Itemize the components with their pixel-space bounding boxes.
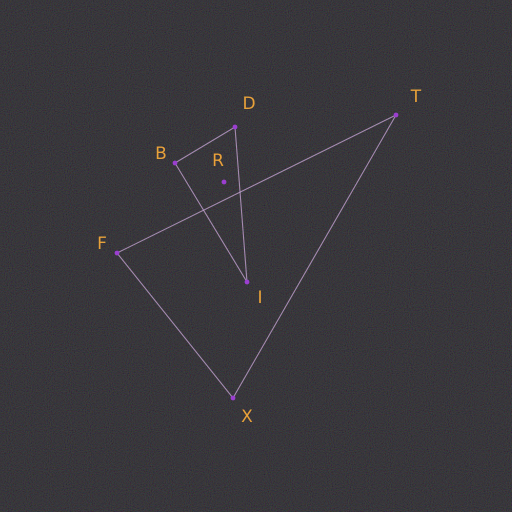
point-label-B: B [155, 144, 167, 164]
segments-layer [116, 114, 397, 399]
segment-TX [232, 114, 397, 399]
labels-layer: D T B R F I X [97, 87, 422, 427]
segment-DI [234, 126, 248, 283]
points-layer [114, 112, 399, 401]
point-R [221, 179, 227, 185]
point-label-D: D [242, 94, 255, 114]
point-label-X: X [241, 407, 253, 427]
point-T [393, 112, 399, 118]
point-F [114, 250, 120, 256]
segment-FT [116, 114, 397, 254]
point-label-F: F [97, 234, 107, 254]
point-label-R: R [212, 151, 224, 171]
segment-BD [174, 126, 236, 164]
point-label-I: I [257, 288, 262, 308]
segment-FX [116, 252, 234, 399]
segment-BI [174, 162, 248, 283]
point-I [244, 279, 250, 285]
point-B [172, 160, 178, 166]
point-X [230, 395, 236, 401]
point-label-T: T [410, 87, 422, 107]
point-D [232, 124, 238, 130]
